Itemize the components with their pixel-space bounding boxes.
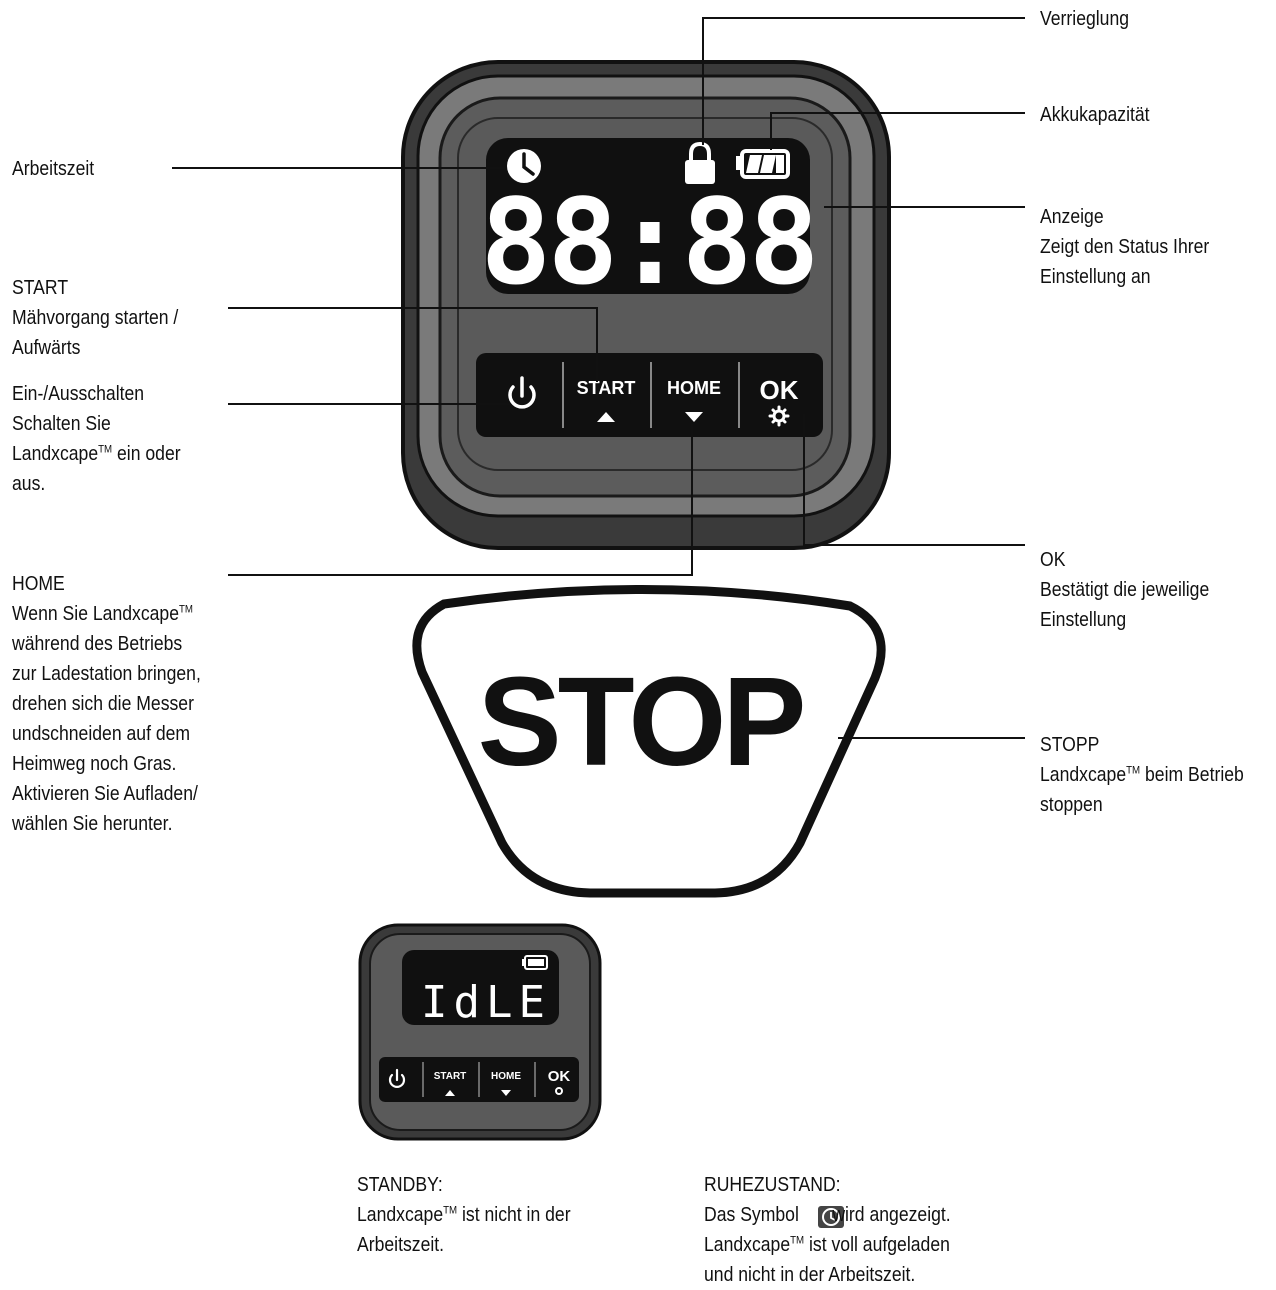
label-ruhezustand-line2-rest: ist voll aufgeladen xyxy=(804,1234,950,1256)
gear-icon xyxy=(768,405,790,427)
label-home-line7: Aktivieren Sie Aufladen/ xyxy=(12,783,198,805)
idle-start-label: START xyxy=(434,1071,467,1082)
label-home: HOME Wenn Sie LandxcapeTM während des Be… xyxy=(12,569,201,839)
label-home-line8: wählen Sie herunter. xyxy=(12,813,173,835)
lock-icon xyxy=(685,141,715,184)
label-stopp: STOPP LandxcapeTM beim Betrieb stoppen xyxy=(1040,730,1244,820)
leader-verrieglung xyxy=(702,17,1025,145)
label-verrieglung: Verrieglung xyxy=(1040,4,1129,34)
label-home-title: HOME xyxy=(12,573,65,595)
idle-home-label: HOME xyxy=(491,1071,521,1082)
label-akku-text: Akkukapazität xyxy=(1040,104,1150,126)
idle-up-arrow-icon xyxy=(445,1090,455,1096)
label-home-line1-text: Wenn Sie Landxcape xyxy=(12,603,179,625)
label-ruhezustand-line1-end: wird angezeigt. xyxy=(832,1204,951,1226)
ok-button[interactable]: OK xyxy=(760,375,799,427)
label-standby: STANDBY: LandxcapeTM ist nicht in der Ar… xyxy=(357,1170,571,1260)
idle-text: IdLE xyxy=(421,977,551,1028)
leader-akku xyxy=(770,112,1025,150)
landxcape-word: Landxcape xyxy=(704,1234,791,1256)
label-ruhezustand-line2: LandxcapeTM ist voll aufgeladen xyxy=(704,1230,951,1260)
label-arbeitszeit: Arbeitszeit xyxy=(12,154,94,184)
label-home-line6: Heimweg noch Gras. xyxy=(12,753,177,775)
label-verrieglung-text: Verrieglung xyxy=(1040,8,1130,30)
leader-start xyxy=(228,307,598,382)
label-akku: Akkukapazität xyxy=(1040,100,1150,130)
label-ruhezustand: RUHEZUSTAND: Das Symbol wird angezeigt. L… xyxy=(704,1170,951,1290)
label-power-line2-rest: ein oder xyxy=(112,443,181,465)
label-start: START Mähvorgang starten / Aufwärts xyxy=(12,273,178,363)
display-digits: 88:88 xyxy=(480,173,815,311)
label-power-line2: LandxcapeTM ein oder xyxy=(12,439,181,469)
trademark-mark: TM xyxy=(443,1204,458,1217)
ok-button-label: OK xyxy=(760,375,799,405)
label-standby-line1-rest: ist nicht in der xyxy=(457,1204,571,1226)
label-ok-title: OK xyxy=(1040,549,1066,571)
trademark-mark: TM xyxy=(178,603,193,616)
trademark-mark: TM xyxy=(1126,764,1141,777)
control-panel: 88:88 START HOME OK xyxy=(401,60,891,550)
home-button[interactable]: HOME xyxy=(667,378,721,422)
start-button[interactable]: START xyxy=(577,378,636,422)
idle-display xyxy=(402,950,559,1025)
label-home-line1: Wenn Sie LandxcapeTM xyxy=(12,599,201,629)
label-home-line3: zur Ladestation bringen, xyxy=(12,663,201,685)
battery-icon xyxy=(736,149,790,179)
label-stopp-line1: LandxcapeTM beim Betrieb xyxy=(1040,760,1244,790)
stop-button-label: STOP xyxy=(478,651,803,792)
leader-ok xyxy=(803,414,1025,546)
label-anzeige-line2: Einstellung an xyxy=(1040,266,1151,288)
label-home-line2: während des Betriebs xyxy=(12,633,183,655)
idle-down-arrow-icon xyxy=(501,1090,511,1096)
lcd-display xyxy=(486,138,810,294)
label-home-line4: drehen sich die Messer xyxy=(12,693,194,715)
label-ok-line1: Bestätigt die jeweilige xyxy=(1040,579,1210,601)
label-power-title: Ein-/Ausschalten xyxy=(12,383,145,405)
label-standby-line1: LandxcapeTM ist nicht in der xyxy=(357,1200,571,1230)
label-ruhezustand-title: RUHEZUSTAND: xyxy=(704,1174,841,1196)
power-button[interactable] xyxy=(508,376,536,409)
label-ok: OK Bestätigt die jeweilige Einstellung xyxy=(1040,545,1209,635)
leader-home xyxy=(228,424,693,576)
label-anzeige: Anzeige Zeigt den Status Ihrer Einstellu… xyxy=(1040,202,1209,292)
label-power-line3: aus. xyxy=(12,473,46,495)
label-standby-title: STANDBY: xyxy=(357,1174,443,1196)
idle-ok-label: OK xyxy=(548,1068,571,1085)
label-power: Ein-/Ausschalten Schalten Sie LandxcapeT… xyxy=(12,379,181,499)
label-arbeitszeit-text: Arbeitszeit xyxy=(12,158,95,180)
landxcape-word: Landxcape xyxy=(1040,764,1127,786)
label-anzeige-title: Anzeige xyxy=(1040,206,1104,228)
trademark-mark: TM xyxy=(790,1234,805,1247)
inline-clock-icon xyxy=(818,1206,844,1228)
home-button-label: HOME xyxy=(667,378,721,398)
idle-gear-icon xyxy=(555,1087,563,1095)
stop-button[interactable]: STOP xyxy=(412,584,886,898)
label-stopp-line2: stoppen xyxy=(1040,794,1103,816)
clock-icon xyxy=(507,149,541,183)
label-start-title: START xyxy=(12,277,69,299)
idle-power-icon xyxy=(388,1068,406,1088)
label-start-line2: Aufwärts xyxy=(12,337,81,359)
trademark-mark: TM xyxy=(98,443,113,456)
up-arrow-icon xyxy=(597,412,615,422)
label-standby-line2: Arbeitszeit. xyxy=(357,1234,445,1256)
label-power-line1: Schalten Sie xyxy=(12,413,111,435)
label-ok-line2: Einstellung xyxy=(1040,609,1127,631)
label-ruhezustand-line1-start: Das Symbol xyxy=(704,1204,799,1226)
down-arrow-icon xyxy=(685,412,703,422)
idle-panel: IdLE START HOME OK xyxy=(358,923,602,1141)
label-anzeige-line1: Zeigt den Status Ihrer xyxy=(1040,236,1210,258)
leader-lines xyxy=(172,17,1025,739)
start-button-label: START xyxy=(577,378,636,398)
idle-battery-icon xyxy=(522,955,548,970)
label-ruhezustand-line3: und nicht in der Arbeitszeit. xyxy=(704,1264,916,1286)
label-stopp-title: STOPP xyxy=(1040,734,1100,756)
landxcape-word: Landxcape xyxy=(357,1204,444,1226)
landxcape-word: Landxcape xyxy=(12,443,99,465)
label-ruhezustand-line1: Das Symbol wird angezeigt. xyxy=(704,1200,951,1230)
label-home-line5: undschneiden auf dem xyxy=(12,723,191,745)
label-start-line1: Mähvorgang starten / xyxy=(12,307,179,329)
label-stopp-line1-rest: beim Betrieb xyxy=(1140,764,1244,786)
